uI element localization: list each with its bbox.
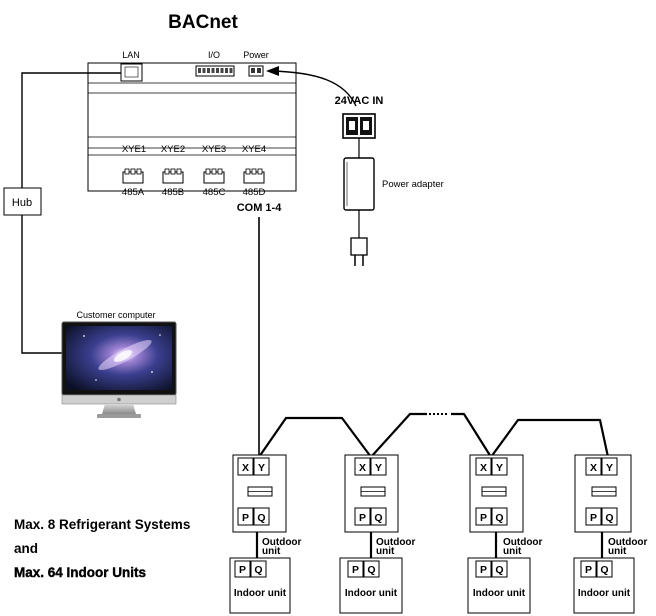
terminal-y: Y	[375, 462, 382, 474]
rs485b-label: 485B	[162, 187, 184, 198]
terminal-q: Q	[605, 512, 613, 524]
power-port	[248, 65, 264, 77]
outdoor-unit-label: unit	[503, 546, 522, 557]
terminal-p: P	[239, 564, 246, 576]
terminal-q: Q	[495, 512, 503, 524]
hub-label: Hub	[12, 197, 32, 209]
terminal-p: P	[359, 512, 366, 524]
outdoor-unit-label: unit	[608, 546, 627, 557]
power-adapter-label: Power adapter	[382, 179, 444, 190]
lan-port-label: LAN	[122, 50, 140, 60]
arrowhead-icon	[266, 66, 279, 76]
page-title: BACnet	[168, 12, 238, 33]
outdoor-unit-label: Outdoor	[608, 537, 648, 548]
rs485-port	[243, 168, 265, 184]
terminal-y: Y	[496, 462, 503, 474]
power-input-label: 24VAC IN	[335, 95, 384, 107]
plug-icon	[350, 237, 368, 266]
xye3-label: XYE3	[202, 144, 226, 155]
rs485a-label: 485A	[122, 187, 145, 198]
io-terminal-block	[195, 65, 235, 77]
com-label: COM 1-4	[237, 202, 283, 214]
outdoor-unit-label: Outdoor	[376, 537, 416, 548]
io-port-label: I/O	[208, 50, 220, 60]
outdoor-unit	[344, 454, 399, 533]
terminal-p: P	[242, 512, 249, 524]
computer-label: Customer computer	[76, 310, 155, 320]
terminal-q: Q	[257, 512, 265, 524]
computer-icon	[61, 321, 177, 418]
terminal-p: P	[480, 564, 487, 576]
bus-cable	[258, 412, 610, 459]
gateway-device	[87, 62, 297, 192]
lan-port	[120, 63, 143, 82]
indoor-unit	[467, 557, 531, 614]
terminal-x: X	[242, 462, 249, 474]
hub-box	[3, 187, 42, 216]
indoor-unit-label: Indoor unit	[473, 588, 526, 599]
computer-cable	[21, 215, 64, 354]
terminal-p: P	[585, 564, 592, 576]
terminal-x: X	[590, 462, 597, 474]
rs485c-label: 485C	[203, 187, 226, 198]
terminal-q: Q	[600, 564, 608, 576]
outdoor-unit-label: Outdoor	[503, 537, 543, 548]
power-arrow	[269, 70, 357, 107]
outdoor-unit	[469, 454, 524, 533]
power-port-label: Power	[243, 50, 269, 60]
outdoor-unit-label: unit	[262, 546, 281, 557]
xye1-label: XYE1	[122, 144, 146, 155]
indoor-unit-label: Indoor unit	[345, 588, 398, 599]
note-line-2: and	[14, 541, 38, 556]
terminal-p: P	[352, 564, 359, 576]
outdoor-unit-label: unit	[376, 546, 395, 557]
terminal-p: P	[590, 512, 597, 524]
xye4-label: XYE4	[242, 144, 266, 155]
terminal-x: X	[359, 462, 366, 474]
lan-cable	[21, 72, 121, 188]
rs485-port	[122, 168, 144, 184]
terminal-y: Y	[258, 462, 265, 474]
terminal-y: Y	[606, 462, 613, 474]
note-line-3: Max. 64 Indoor Units	[14, 565, 146, 580]
terminal-q: Q	[495, 564, 503, 576]
indoor-unit	[573, 557, 635, 614]
terminal-x: X	[480, 462, 487, 474]
outdoor-unit-label: Outdoor	[262, 537, 302, 548]
power-adapter	[343, 157, 375, 211]
indoor-unit-label: Indoor unit	[578, 588, 631, 599]
terminal-q: Q	[374, 512, 382, 524]
terminal-q: Q	[367, 564, 375, 576]
rs485-port	[162, 168, 184, 184]
indoor-unit-label: Indoor unit	[234, 588, 287, 599]
outdoor-unit	[232, 454, 287, 533]
rs485d-label: 485D	[243, 187, 266, 198]
xye2-label: XYE2	[161, 144, 185, 155]
terminal-p: P	[480, 512, 487, 524]
note-line-1: Max. 8 Refrigerant Systems	[14, 517, 190, 532]
indoor-unit	[229, 557, 291, 614]
power-terminal	[342, 113, 376, 139]
rs485-port	[203, 168, 225, 184]
outdoor-unit	[574, 454, 632, 533]
terminal-q: Q	[254, 564, 262, 576]
indoor-unit	[339, 557, 403, 614]
